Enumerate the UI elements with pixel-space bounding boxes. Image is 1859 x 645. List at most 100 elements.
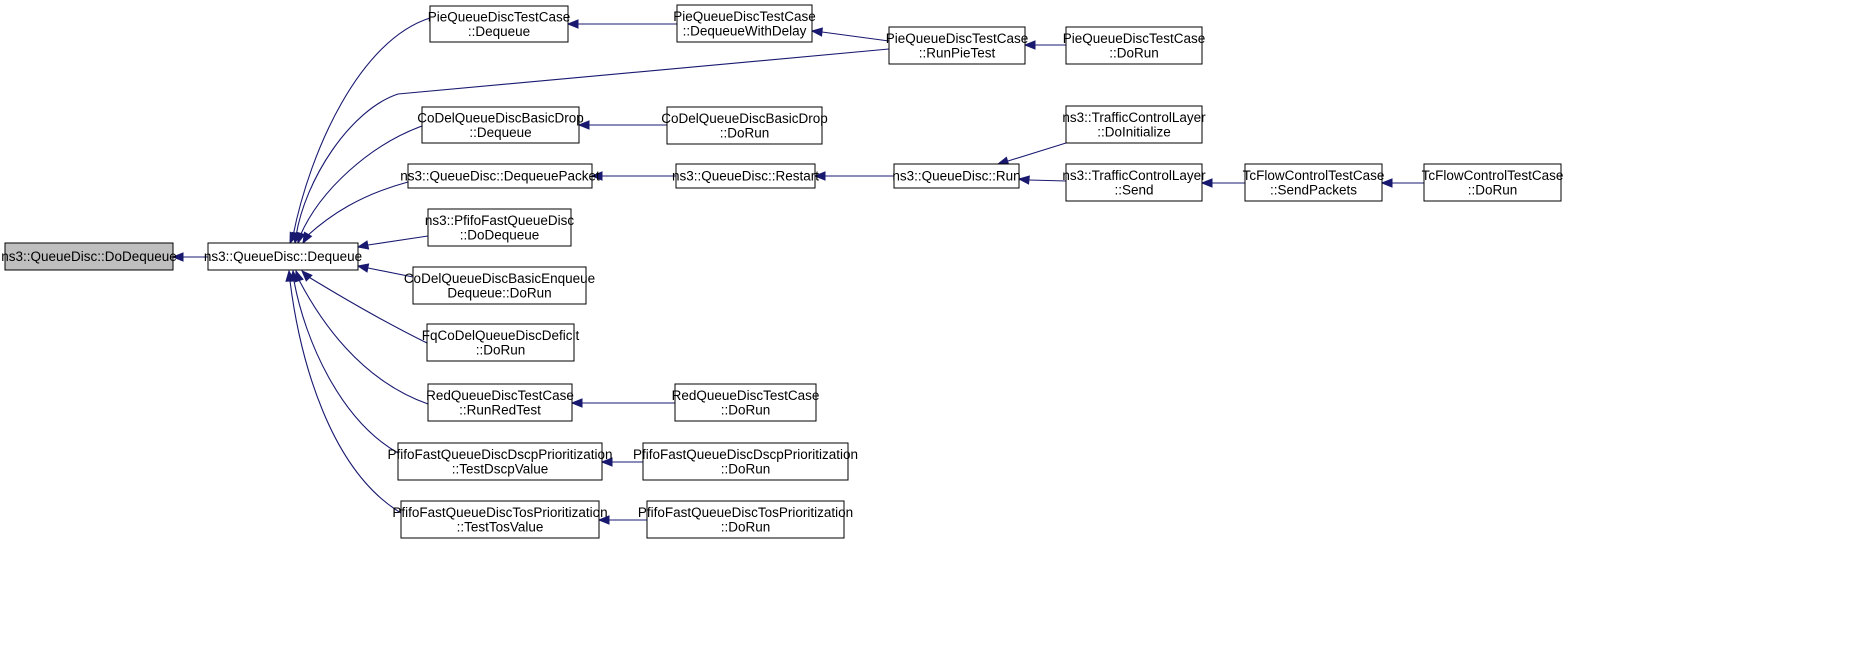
call-edge — [356, 235, 429, 250]
function-node[interactable]: PieQueueDiscTestCase::Dequeue — [428, 5, 571, 43]
node-label: PieQueueDiscTestCase — [886, 31, 1029, 46]
node-box — [888, 26, 1026, 65]
node-label: ns3::QueueDisc::Restart — [672, 169, 819, 184]
node-label: ::DoRun — [1468, 182, 1518, 197]
call-edge-line — [292, 17, 431, 237]
arrowhead-icon — [600, 457, 613, 467]
function-node[interactable]: RedQueueDiscTestCase::DoRun — [672, 383, 820, 422]
node-box — [1423, 163, 1562, 202]
node-label: ns3::PfifoFastQueueDisc — [425, 213, 575, 228]
call-edges — [171, 17, 1424, 525]
node-label: PfifoFastQueueDiscTosPrioritization — [638, 505, 853, 520]
function-node[interactable]: CoDelQueueDiscBasicDrop::DoRun — [661, 106, 828, 145]
function-node[interactable]: RedQueueDiscTestCase::RunRedTest — [426, 383, 574, 422]
call-edge — [296, 125, 423, 245]
node-box — [675, 163, 816, 189]
call-edge — [302, 181, 409, 245]
call-edge — [600, 457, 643, 467]
function-node[interactable]: CoDelQueueDiscBasicDrop::Dequeue — [417, 106, 584, 144]
function-node[interactable]: FqCoDelQueueDiscDeficit::DoRun — [422, 323, 580, 362]
node-box — [4, 242, 174, 271]
arrowhead-icon — [356, 240, 370, 250]
function-node[interactable]: PfifoFastQueueDiscDscpPrioritization::Te… — [387, 442, 613, 481]
node-label: ::TestTosValue — [457, 519, 544, 534]
function-node[interactable]: PieQueueDiscTestCase::RunPieTest — [886, 26, 1029, 65]
node-box — [412, 266, 587, 305]
function-node[interactable]: TcFlowControlTestCase::DoRun — [1422, 163, 1564, 202]
node-label: PfifoFastQueueDiscDscpPrioritization — [387, 447, 612, 462]
node-box — [646, 500, 845, 539]
call-edge — [810, 27, 890, 42]
node-box — [429, 5, 569, 43]
call-edge-line — [1007, 142, 1067, 162]
function-node[interactable]: ns3::PfifoFastQueueDisc::DoDequeue — [425, 208, 575, 247]
node-label: ::RunPieTest — [919, 45, 996, 60]
call-edge — [1380, 178, 1424, 188]
arrowhead-icon — [813, 171, 826, 181]
node-box — [400, 500, 600, 539]
arrowhead-icon — [296, 231, 306, 245]
function-node[interactable]: ns3::QueueDisc::Dequeue — [204, 242, 362, 271]
node-box — [674, 383, 817, 422]
node-label: ns3::QueueDisc::Run — [892, 169, 1020, 184]
node-label: ::DoRun — [476, 342, 526, 357]
node-label: RedQueueDiscTestCase — [426, 388, 574, 403]
function-node[interactable]: PfifoFastQueueDiscDscpPrioritization::Do… — [633, 442, 858, 481]
call-edge-line — [295, 48, 890, 237]
function-node[interactable]: PieQueueDiscTestCase::DequeueWithDelay — [673, 4, 816, 43]
call-edge — [577, 120, 667, 130]
node-box — [666, 106, 823, 145]
function-node[interactable]: ns3::TrafficControlLayer::DoInitialize — [1062, 105, 1206, 144]
node-label: ::SendPackets — [1270, 182, 1357, 197]
function-node[interactable]: TcFlowControlTestCase::SendPackets — [1243, 163, 1385, 202]
node-label: TcFlowControlTestCase — [1243, 168, 1385, 183]
function-node[interactable]: PieQueueDiscTestCase::DoRun — [1063, 26, 1206, 65]
function-node[interactable]: ns3::TrafficControlLayer::Send — [1062, 163, 1206, 202]
node-label: ::Dequeue — [468, 24, 530, 39]
function-node[interactable]: ns3::QueueDisc::Run — [892, 163, 1021, 189]
function-node[interactable]: PfifoFastQueueDiscTosPrioritization::DoR… — [638, 500, 853, 539]
node-label: ns3::TrafficControlLayer — [1062, 110, 1206, 125]
node-label: ::DoRun — [1109, 45, 1159, 60]
node-box — [397, 442, 603, 481]
call-edge-line — [367, 267, 414, 278]
node-label: ::TestDscpValue — [452, 461, 549, 476]
node-label: ::RunRedTest — [459, 402, 541, 417]
node-label: ns3::QueueDisc::DoDequeue — [1, 249, 177, 264]
arrowhead-icon — [285, 269, 295, 282]
arrowhead-icon — [597, 515, 610, 525]
arrowhead-icon — [1017, 175, 1030, 185]
call-edge — [356, 263, 414, 278]
function-node[interactable]: ns3::QueueDisc::DequeuePacket — [400, 163, 600, 189]
node-label: FqCoDelQueueDiscDeficit — [422, 328, 580, 343]
arrowhead-icon — [302, 231, 313, 245]
arrowhead-icon — [577, 120, 590, 130]
call-edge — [301, 270, 428, 344]
node-label: TcFlowControlTestCase — [1422, 168, 1564, 183]
node-label: ::DequeueWithDelay — [683, 23, 807, 38]
node-label: ::DoRun — [721, 519, 771, 534]
call-edge-line — [1028, 179, 1067, 182]
arrowhead-icon — [570, 398, 583, 408]
arrowhead-icon — [1200, 178, 1213, 188]
call-edge — [294, 269, 429, 405]
node-box — [421, 106, 580, 144]
node-label: CoDelQueueDiscBasicDrop — [417, 110, 584, 125]
call-edge-line — [306, 181, 409, 237]
arrowhead-icon — [1380, 178, 1393, 188]
node-box — [426, 323, 575, 362]
call-edge-line — [298, 279, 429, 405]
call-edge — [590, 171, 676, 181]
node-label: ns3::QueueDisc::Dequeue — [204, 249, 362, 264]
node-box — [676, 4, 813, 43]
node-label: CoDelQueueDiscBasicEnqueue — [404, 271, 595, 286]
function-nodes: ns3::QueueDisc::DoDequeue ns3::QueueDisc:… — [1, 4, 1564, 539]
node-label: ::DoDequeue — [460, 227, 540, 242]
node-box — [1065, 105, 1203, 144]
root-function-node[interactable]: ns3::QueueDisc::DoDequeue — [1, 242, 177, 271]
node-box — [893, 163, 1020, 189]
function-node[interactable]: PfifoFastQueueDiscTosPrioritization::Tes… — [392, 500, 608, 539]
function-node[interactable]: ns3::QueueDisc::Restart — [672, 163, 819, 189]
node-label: ::DoInitialize — [1097, 124, 1171, 139]
